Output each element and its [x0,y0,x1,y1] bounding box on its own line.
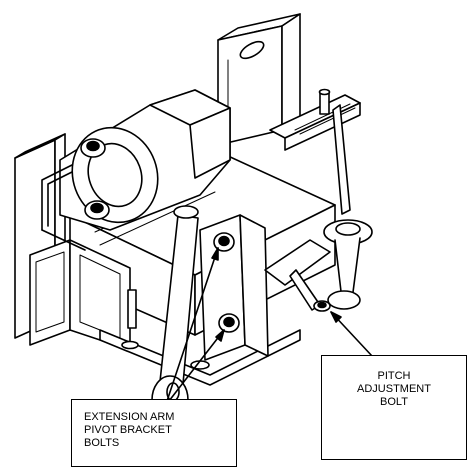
leader-line-upper-bolt [166,247,219,402]
left-lower-box [29,239,137,351]
callout-line: EXTENSION ARM [84,411,175,423]
pitch-adjustment-bolt-callout: PITCH ADJUSTMENT BOLT [321,355,467,460]
callout-line: BOLT [380,396,408,408]
callout-line: PITCH [377,370,411,382]
front-guard-frame [41,164,86,251]
pivot-bracket-lower-bolt [218,313,240,333]
right-rail [269,88,361,215]
arrowhead-lower-bolt [215,329,225,342]
leader-line-lower-bolt [168,329,225,402]
pivot-bracket-upper-bolt [213,232,235,252]
arrowhead-pitch-bolt [330,311,342,323]
clamp-knob-bottom [84,200,110,220]
extension-arm-pivot-bracket-bolts-label: EXTENSION ARM PIVOT BRACKET BOLTS [84,411,236,450]
callout-line: PIVOT BRACKET [84,424,172,436]
pitch-linkage [264,219,373,311]
arrowhead-upper-bolt [211,247,219,261]
leader-lines [166,247,373,402]
callout-line: ADJUSTMENT [357,383,431,395]
pitch-adjustment-bolt-label: PITCH ADJUSTMENT BOLT [322,370,466,409]
extension-arm-pivot-bracket-bolts-callout: EXTENSION ARM PIVOT BRACKET BOLTS [71,399,237,467]
pivot-bracket [199,214,269,361]
clamp-knob-top [80,138,106,158]
pitch-adjustment-bolt-icon [313,300,331,312]
callout-line: BOLTS [84,437,120,449]
